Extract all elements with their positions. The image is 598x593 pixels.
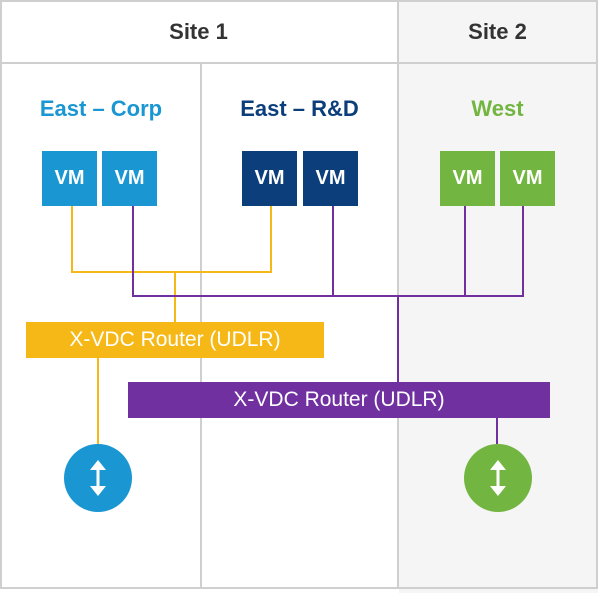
up-down-arrow-icon — [64, 444, 132, 512]
wire-universal-bus — [132, 206, 524, 297]
right-border — [596, 0, 598, 589]
group-title-west: West — [471, 96, 524, 121]
bottom-border — [0, 587, 598, 589]
up-down-arrow-icon — [464, 444, 532, 512]
vm-east-corp-1: VM — [42, 151, 97, 206]
site-2-title: Site 2 — [468, 19, 527, 44]
header-divider — [0, 62, 598, 64]
vm-east-corp-2: VM — [102, 151, 157, 206]
site-1-title: Site 1 — [169, 19, 228, 44]
universal-udlr-router: X-VDC Router (UDLR) — [128, 382, 550, 418]
group-title-east-rnd: East – R&D — [240, 96, 359, 121]
left-border — [0, 0, 2, 589]
site-divider — [397, 0, 399, 589]
vm-west-1: VM — [440, 151, 495, 206]
top-border — [0, 0, 598, 2]
vm-east-rnd-2: VM — [303, 151, 358, 206]
vm-west-2: VM — [500, 151, 555, 206]
local-udlr-router: X-VDC Router (UDLR) — [26, 322, 324, 358]
vm-east-rnd-1: VM — [242, 151, 297, 206]
group-title-east-corp: East – Corp — [39, 96, 163, 121]
universal-udlr-wires — [132, 206, 524, 444]
wire-local-vms — [71, 206, 272, 273]
